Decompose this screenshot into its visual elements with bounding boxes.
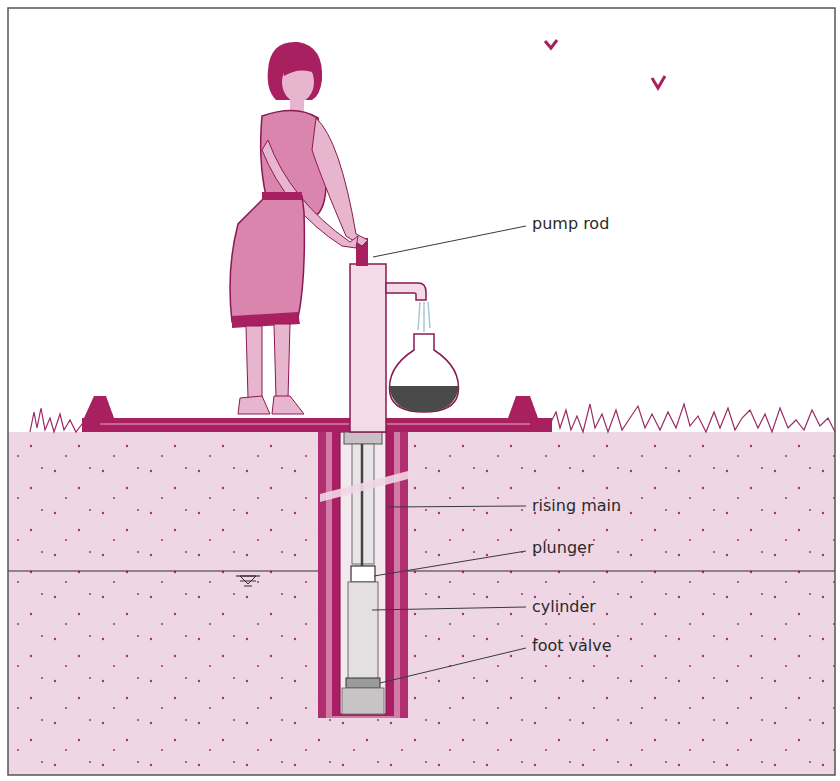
bird: [652, 76, 665, 88]
well-casing: [340, 432, 386, 714]
part-label: plunger: [532, 538, 593, 557]
water-flask: [390, 334, 459, 412]
part-label: foot valve: [532, 636, 612, 655]
foot-valve: [346, 678, 380, 688]
soil: [8, 432, 835, 775]
pump-column: [350, 264, 386, 432]
frame: [8, 8, 835, 775]
water-table: [8, 570, 835, 571]
part-label: pump rod: [532, 214, 609, 233]
pump-rod: [361, 444, 364, 566]
part-label: cylinder: [532, 597, 596, 616]
platform: [82, 418, 552, 432]
part-label: rising main: [532, 496, 621, 515]
leader-lines: [372, 226, 526, 683]
woman-pumping: [230, 42, 368, 414]
bird: [545, 40, 557, 48]
plunger: [351, 566, 375, 582]
cylinder: [348, 582, 378, 682]
spout: [386, 283, 426, 300]
